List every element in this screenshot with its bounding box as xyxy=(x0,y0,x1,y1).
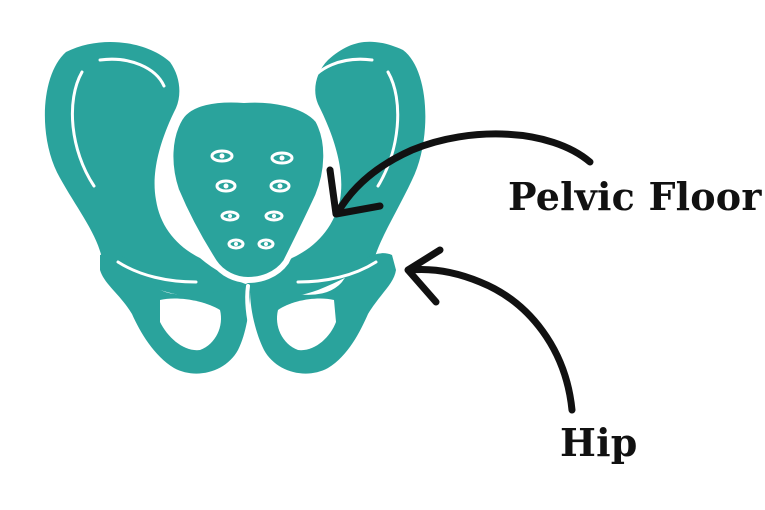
right-ilium-shape xyxy=(240,41,426,298)
hip-arrow xyxy=(404,246,576,414)
bone-highlights xyxy=(70,57,400,284)
sacrum-shape xyxy=(167,96,330,284)
right-obturator-hole xyxy=(276,298,336,351)
pelvic-floor-arrow-head xyxy=(326,166,384,218)
pelvic-floor-arrow xyxy=(326,130,594,218)
hip-arrow-head xyxy=(404,246,444,306)
hip-arrow-shaft xyxy=(406,266,576,414)
pelvic-floor-arrow-shaft xyxy=(334,130,594,216)
hip-label: Hip xyxy=(560,420,638,465)
left-ilium-shape xyxy=(44,41,252,298)
sacral-foramina xyxy=(210,149,294,250)
pelvic-floor-label: Pelvic Floor xyxy=(508,174,762,219)
pubic-symphysis xyxy=(245,284,254,334)
left-obturator-hole xyxy=(160,298,222,351)
sacral-foramina-dots xyxy=(219,153,285,246)
pelvis-illustration xyxy=(44,41,426,374)
